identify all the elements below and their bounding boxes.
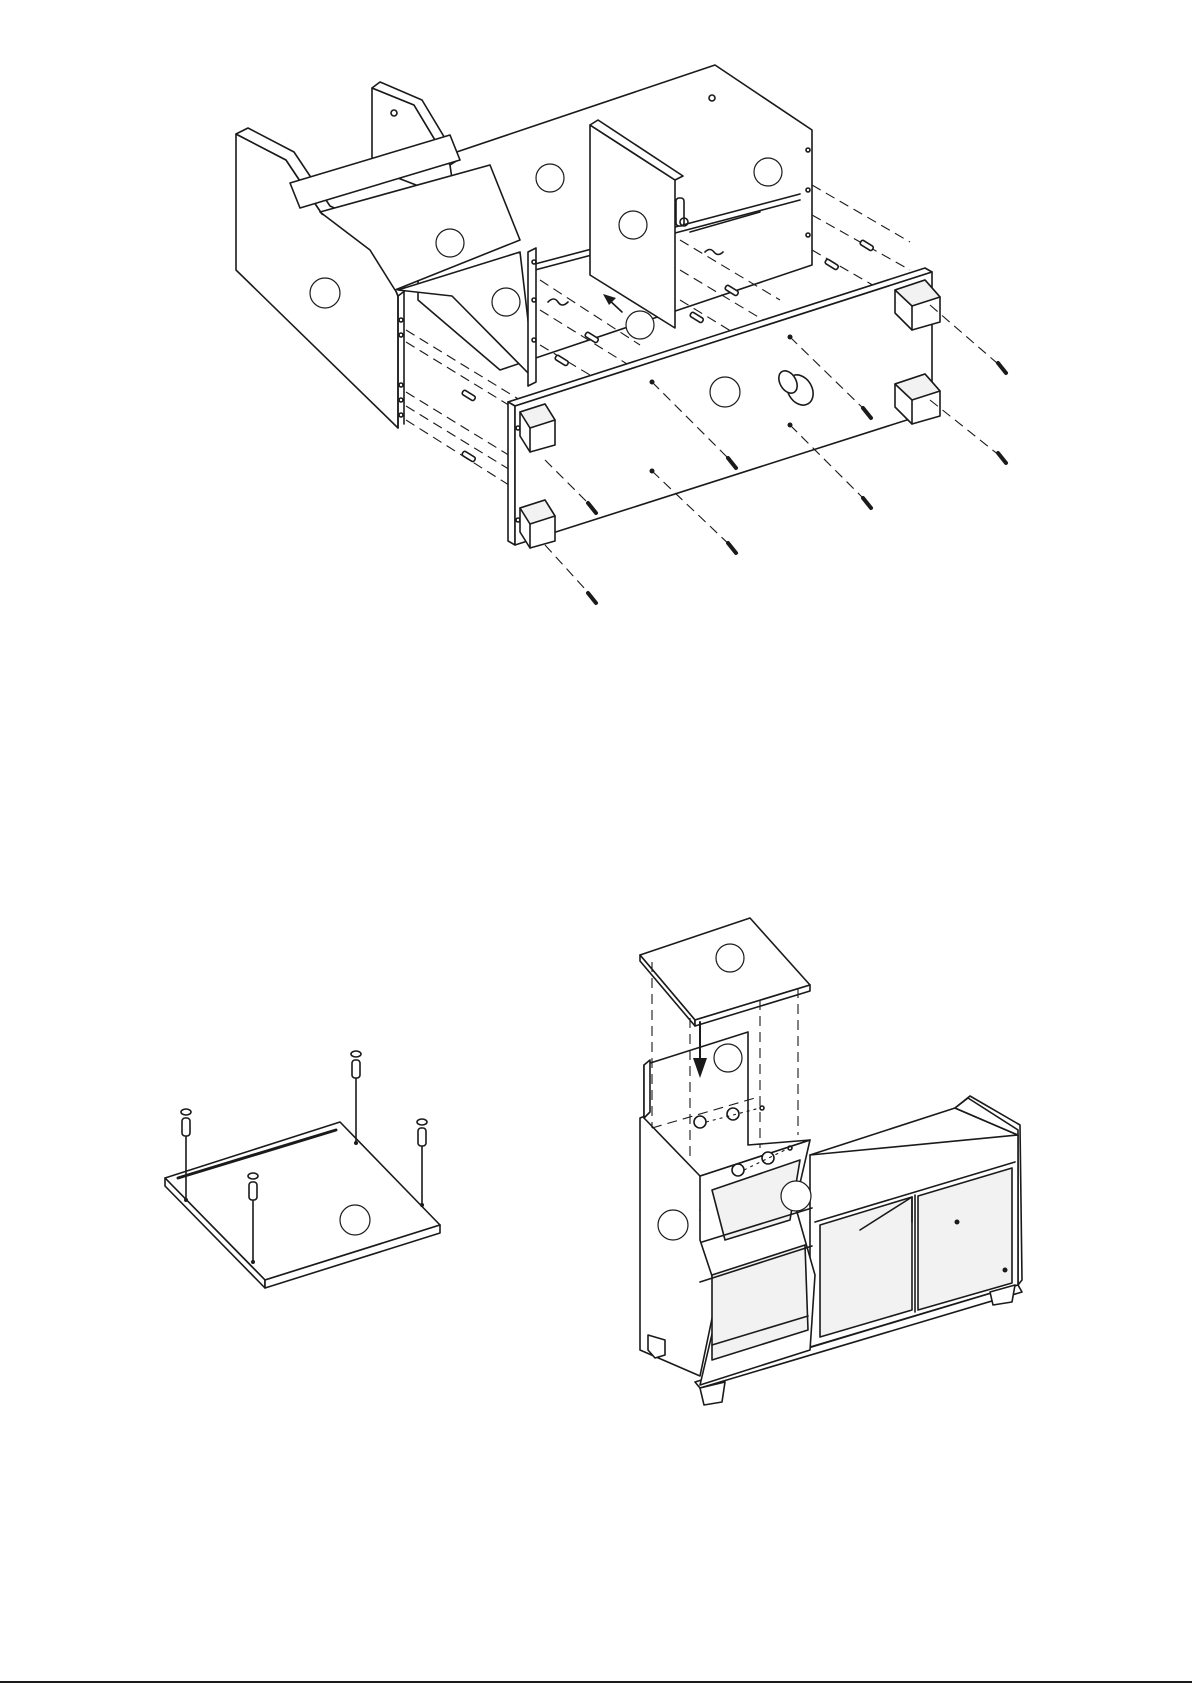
tower-back-hole [714, 1044, 742, 1072]
bottom-hole [626, 311, 654, 339]
side-panel-hole [310, 278, 340, 308]
figure-top-assembly [640, 918, 1022, 1405]
assembled-unit [640, 1032, 1022, 1405]
shelf-hole [436, 229, 464, 257]
foot-icon [520, 404, 555, 452]
top-panel-hole [716, 944, 744, 972]
back-panel-hole [536, 164, 564, 192]
foot-icon [520, 500, 555, 548]
top-panel [640, 918, 810, 1026]
compartment-hole [492, 288, 520, 316]
tower-front-hole [781, 1181, 811, 1211]
front-panel-hole [710, 377, 740, 407]
inner-partition [528, 248, 536, 386]
shelf-hole [340, 1205, 370, 1235]
divider-hole [619, 211, 647, 239]
back-panel-hole [754, 158, 782, 186]
shelf-panel [165, 1122, 440, 1288]
figure-cabinet-assembly [236, 65, 1006, 603]
footer-rule [0, 1681, 1192, 1683]
tower-side-hole [658, 1210, 688, 1240]
figure-shelf-dowels [165, 1051, 440, 1288]
